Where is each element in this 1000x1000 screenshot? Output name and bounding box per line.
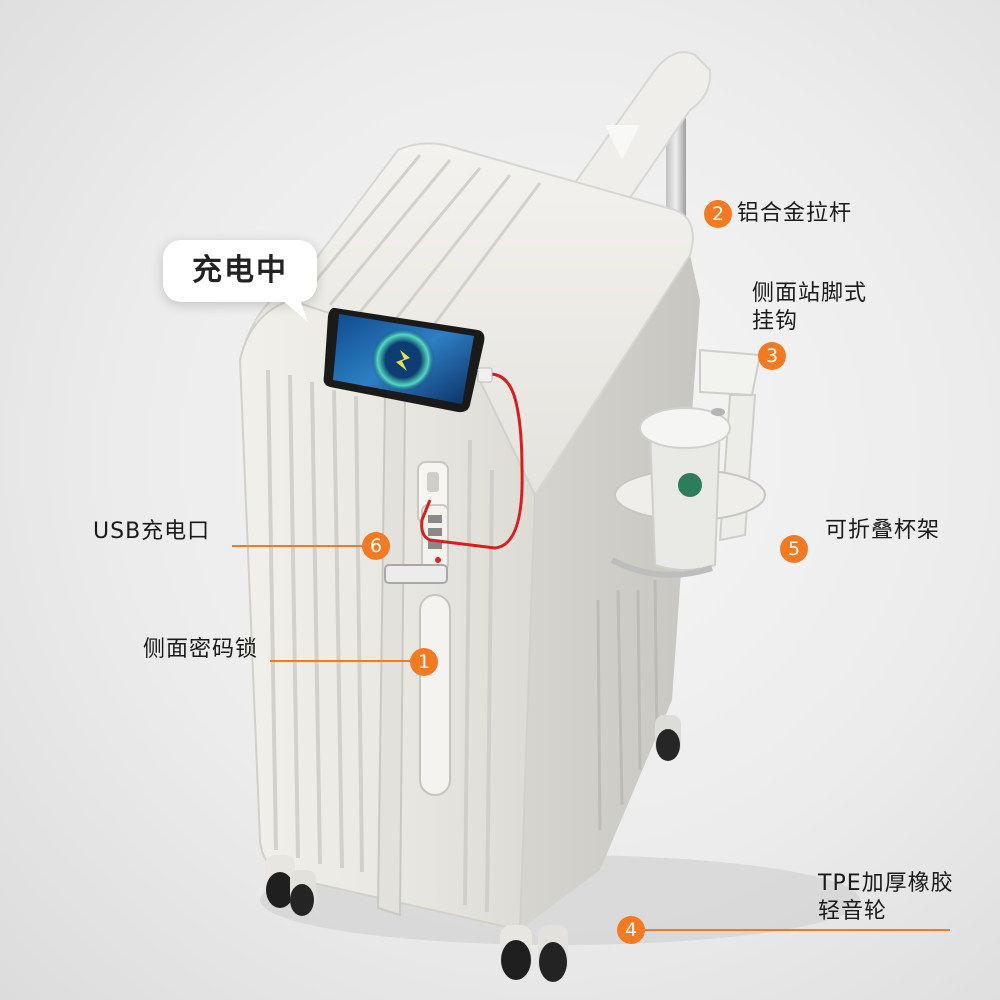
- callout-lines: [232, 545, 950, 931]
- charging-bubble: 充电中: [163, 240, 317, 302]
- feature-2-badge: 2: [704, 200, 732, 228]
- front-grip: [419, 594, 451, 796]
- feature-4-label-line1: TPE加厚橡胶: [818, 871, 954, 896]
- charging-phone: [323, 307, 485, 413]
- cup-holder: [610, 407, 766, 578]
- feature-3-badge: 3: [758, 342, 786, 370]
- charging-bubble-text: 充电中: [192, 253, 288, 288]
- feature-3-label-line2: 挂钩: [752, 309, 799, 334]
- feature-4-label-line2: 轻音轮: [818, 899, 888, 924]
- feature-4-badge: 4: [617, 916, 645, 944]
- wheels: [265, 715, 681, 982]
- feature-6-badge: 6: [362, 532, 390, 560]
- charging-cable: [420, 372, 524, 550]
- feature-1-badge: 1: [410, 648, 438, 676]
- feature-5-label: 可折叠杯架: [825, 518, 941, 543]
- feature-2-label: 铝合金拉杆: [737, 201, 853, 226]
- feature-3-label-line1: 侧面站脚式: [752, 281, 868, 306]
- lock-latch: [384, 564, 448, 584]
- feature-1-label: 侧面密码锁: [143, 637, 259, 662]
- feature-6-label: USB充电口: [93, 519, 211, 544]
- bubble-tail: [275, 294, 308, 322]
- feature-5-badge: 5: [780, 535, 808, 563]
